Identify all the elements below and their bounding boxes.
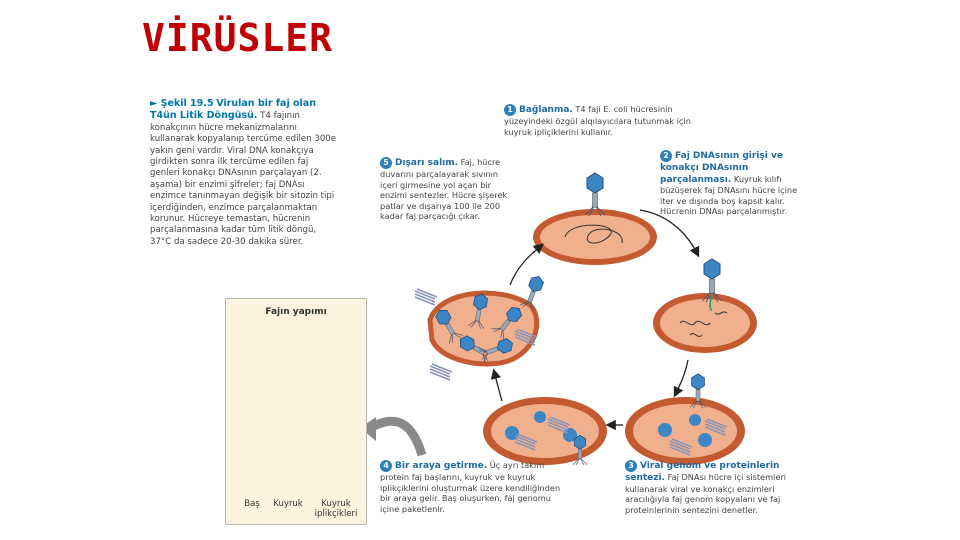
slide-title: VİRÜSLER bbox=[142, 16, 334, 60]
lytic-cycle-figure: ► Şekil 19.5 Virulan bir faj olan T4ün L… bbox=[140, 95, 820, 527]
arrow-2-to-3 bbox=[673, 359, 689, 398]
figure-caption: ► Şekil 19.5 Virulan bir faj olan T4ün L… bbox=[150, 98, 340, 248]
step-text: Faj DNAsı hücre içi sistemleri kullanara… bbox=[625, 472, 787, 515]
arrow-4-to-5 bbox=[490, 368, 503, 402]
step-heading: Bağlanma. bbox=[519, 105, 573, 115]
figure-caption-text: T4 fajının konakçının hücre mekanizmalar… bbox=[150, 111, 337, 247]
step-number: 4 bbox=[380, 460, 392, 472]
part-label-tail: Kuyruk bbox=[273, 499, 303, 509]
step-text: Kuyruk kılıfı büzüşerek faj DNAsını hücr… bbox=[660, 173, 798, 217]
step-number: 1 bbox=[504, 104, 516, 116]
step-heading: Dışarı salım. bbox=[395, 158, 459, 168]
cell-stage-3 bbox=[625, 373, 745, 465]
cell-stage-1 bbox=[533, 172, 657, 265]
phage-box-title: Fajın yapımı bbox=[265, 307, 327, 317]
step-number: 3 bbox=[625, 460, 637, 472]
figure-number: ► Şekil 19.5 bbox=[150, 98, 214, 109]
step-text: T4 faji E. coli hücresinin yüzeyindeki ö… bbox=[504, 104, 691, 137]
step-text: Faj, hücre duvarını parçalayarak sıvının… bbox=[380, 157, 508, 222]
cycle-illustration bbox=[242, 172, 757, 484]
step-heading: Faj DNAsının girişi ve konakçı DNAsının … bbox=[660, 151, 783, 185]
cell-stage-5 bbox=[414, 273, 547, 381]
cell-stage-4 bbox=[483, 397, 607, 466]
cell-stage-2 bbox=[653, 258, 757, 353]
step-number: 2 bbox=[660, 150, 672, 162]
step-heading: Viral genom ve proteinlerin sentezi. bbox=[625, 461, 780, 483]
step-text: Üç ayrı takım protein faj başlarını, kuy… bbox=[380, 460, 561, 514]
part-label-head: Baş bbox=[244, 499, 260, 509]
step-number: 5 bbox=[380, 157, 392, 169]
arrow-5-to-1 bbox=[509, 243, 544, 286]
phage-structure-box: Fajın yapımı Baş Kuyruk Kuyruk iplikçikl… bbox=[225, 298, 367, 525]
step-heading: Bir araya getirme. bbox=[395, 461, 488, 471]
part-label-tail-fibers: Kuyruk iplikçikleri bbox=[314, 499, 358, 519]
arrow-1-to-2 bbox=[639, 209, 700, 258]
figure-title: Virulan bir faj olan T4ün Litik Döngüsü. bbox=[150, 98, 316, 122]
assembly-arrow bbox=[367, 416, 427, 457]
